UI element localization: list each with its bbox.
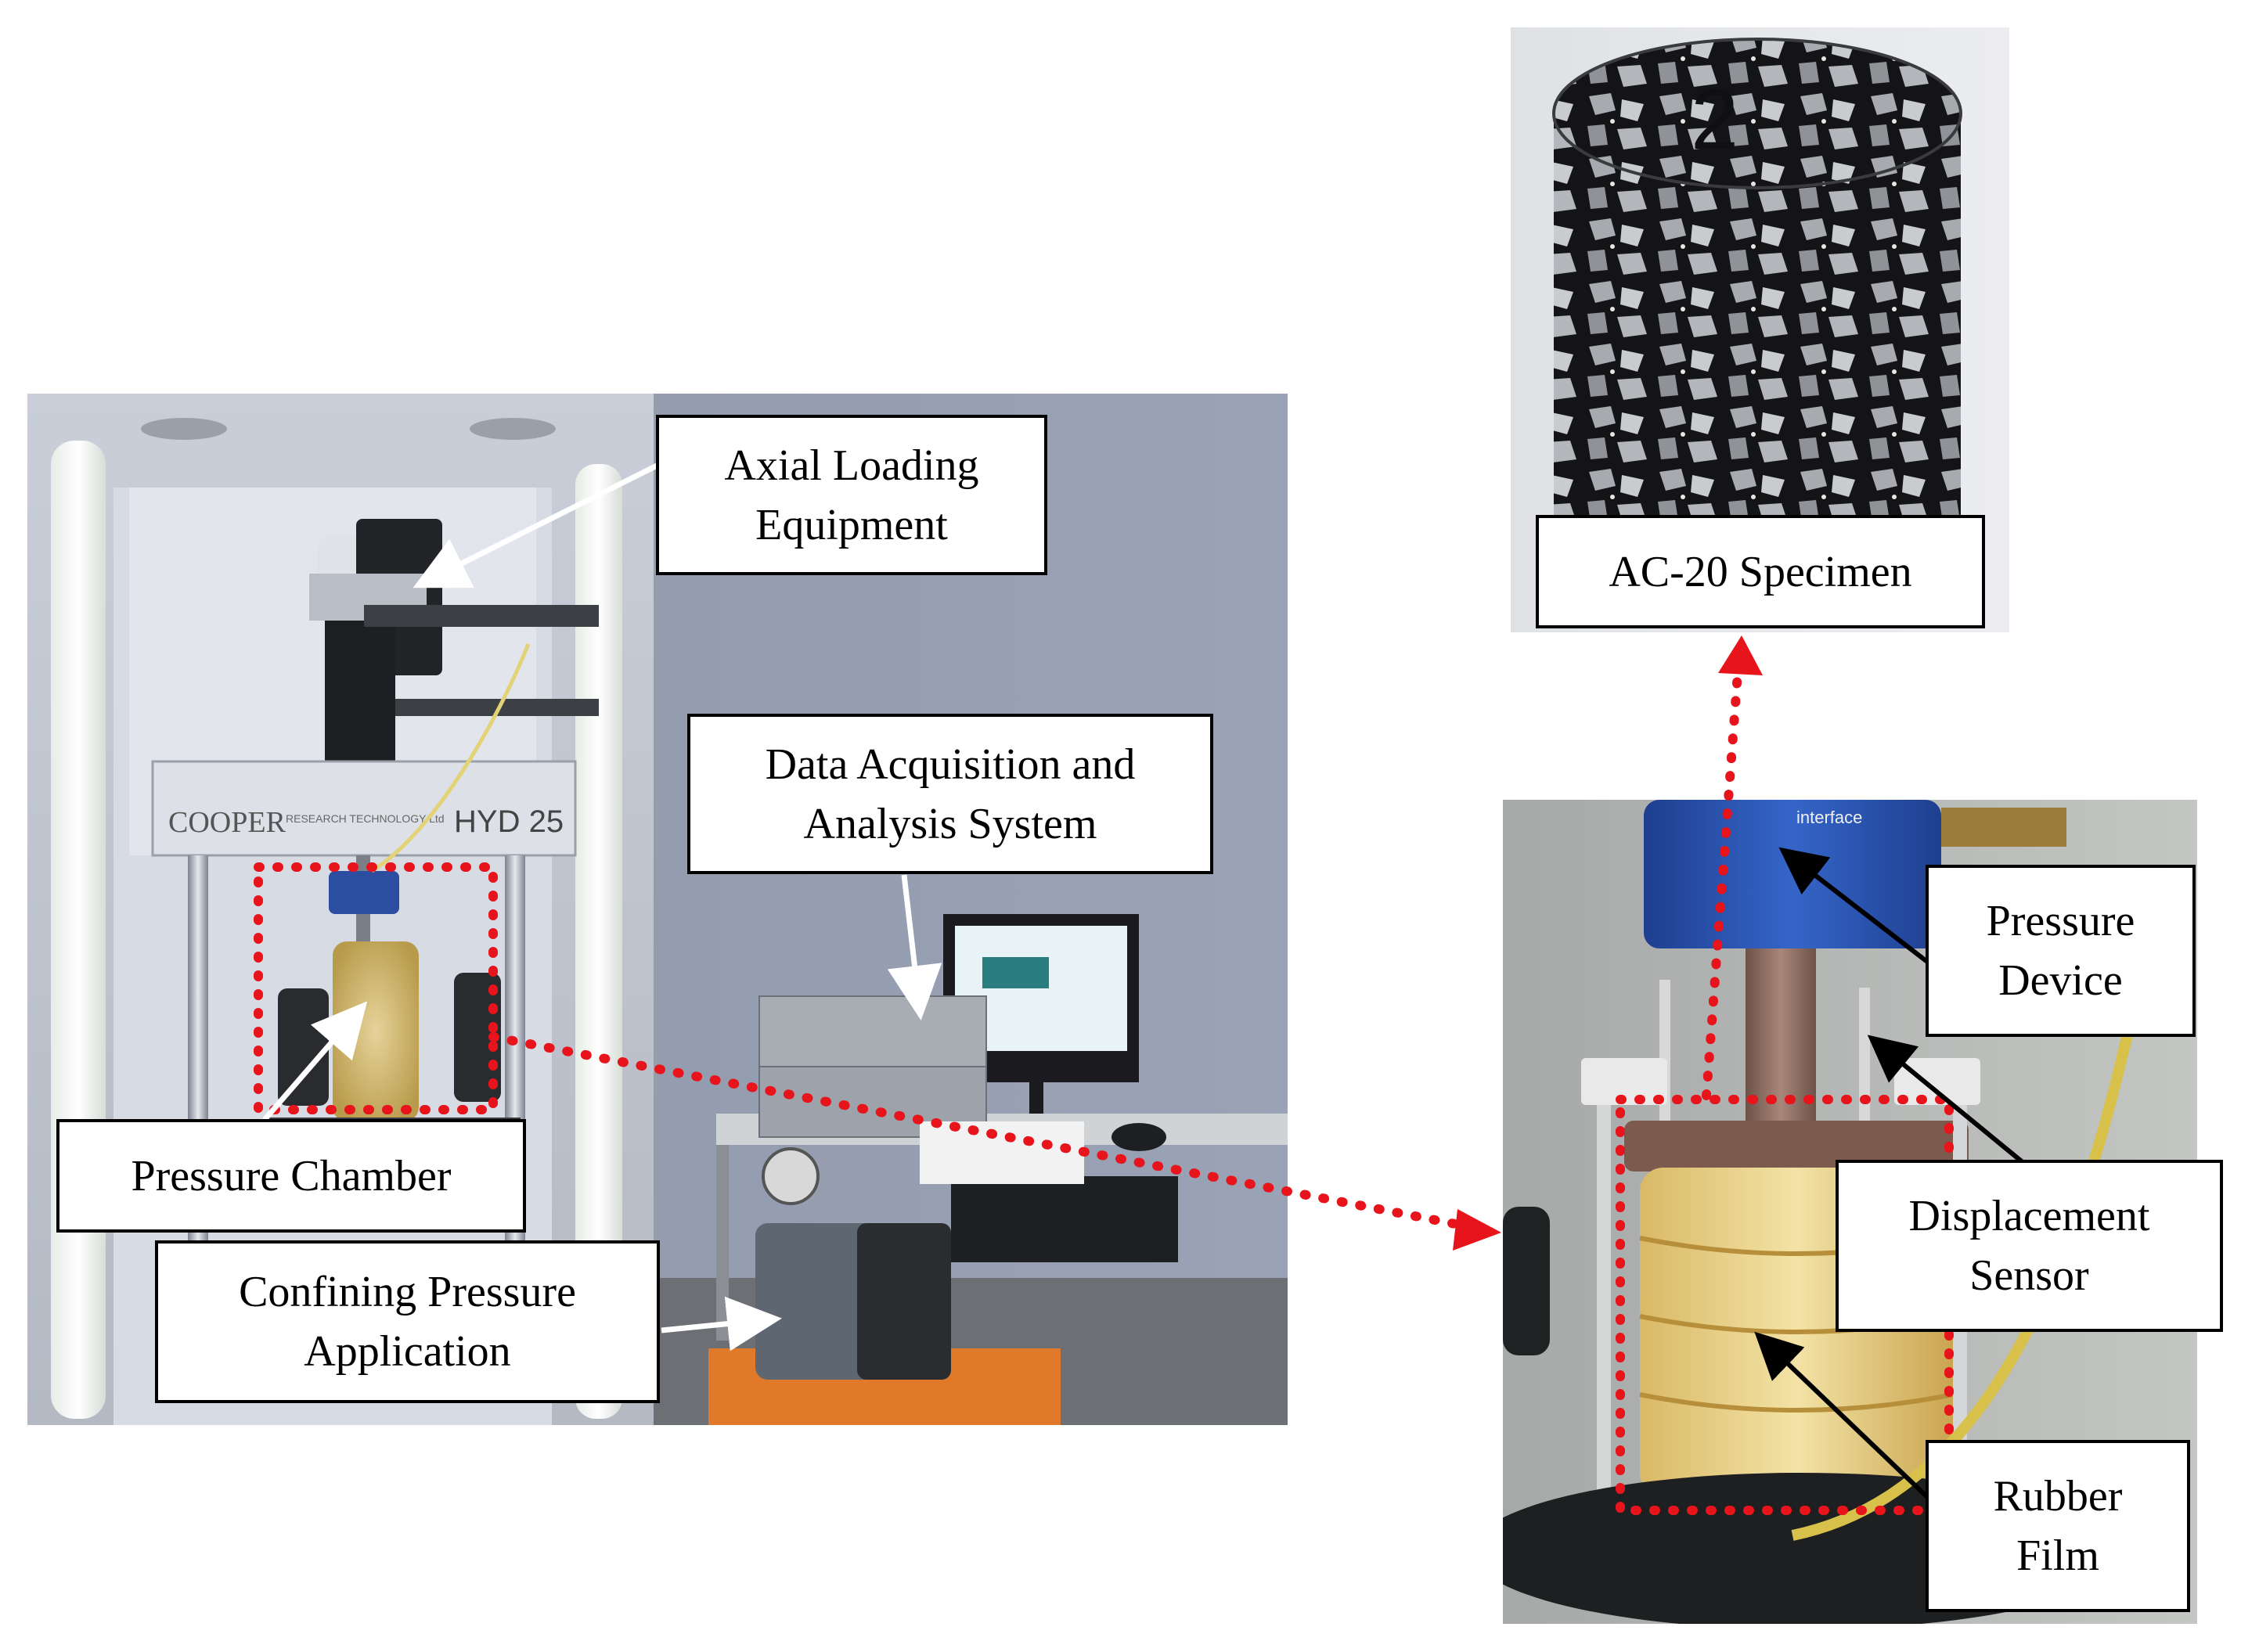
- link-arrowhead: [1453, 1209, 1501, 1251]
- axial-loading-arrow: [413, 460, 663, 588]
- load-cell-brand: interface: [1796, 808, 1862, 827]
- link-dotted-arrow: [488, 1032, 1501, 1251]
- pressure-chamber-dotted-box: [254, 862, 498, 1114]
- brand-text: COOPER: [168, 806, 286, 839]
- data-acquisition-arrow: [887, 874, 942, 1020]
- displacement-sensor-arrow: [1867, 1035, 2029, 1168]
- pressure-device-label: Pressure Device: [1926, 865, 2196, 1037]
- pressure-chamber-label: Pressure Chamber: [56, 1119, 526, 1233]
- brand-sub-text: RESEARCH TECHNOLOGY Ltd: [286, 812, 445, 825]
- pressure-chamber-arrow: [256, 1001, 368, 1129]
- data-acquisition-label: Data Acquisition and Analysis System: [687, 714, 1213, 874]
- model-text: HYD 25: [454, 804, 564, 839]
- closeup-dotted-box: [1616, 1095, 1954, 1515]
- specimen-number: 2: [1691, 71, 1738, 167]
- specimen-arrowhead: [1718, 635, 1763, 675]
- rubber-film-arrow: [1754, 1331, 1944, 1513]
- confining-pressure-label: Confining Pressure Application: [155, 1240, 660, 1403]
- ac20-specimen-label: AC-20 Specimen: [1536, 515, 1985, 628]
- confining-pressure-arrow: [661, 1296, 782, 1351]
- axial-loading-label: Axial Loading Equipment: [656, 415, 1047, 575]
- rubber-film-label: Rubber Film: [1926, 1440, 2190, 1612]
- pressure-device-arrow: [1778, 847, 1935, 969]
- displacement-sensor-label: Displacement Sensor: [1836, 1160, 2223, 1332]
- specimen-dotted-arrow: [1702, 635, 1763, 1100]
